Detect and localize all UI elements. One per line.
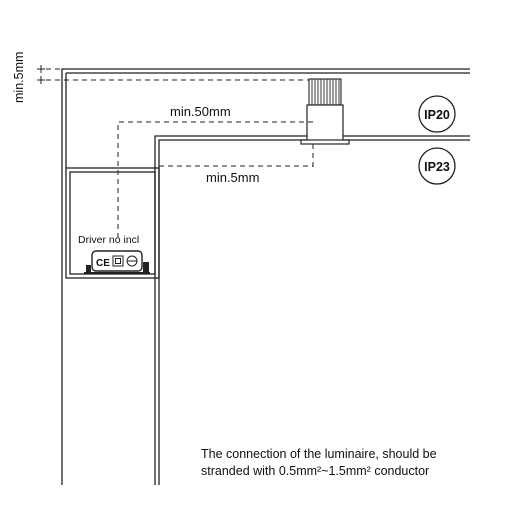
false-ceiling-inner xyxy=(158,139,470,485)
ip23-label: IP23 xyxy=(424,160,450,174)
driver-tab-left xyxy=(86,265,91,273)
luminaire-trim xyxy=(300,139,350,145)
driver-unit: CE xyxy=(84,250,150,274)
thermal-protection-icon xyxy=(126,255,138,267)
top-gap-markers xyxy=(37,65,45,84)
clearance-label: min.50mm xyxy=(170,104,231,119)
ip20-label: IP20 xyxy=(424,108,450,122)
ceiling-structure xyxy=(61,68,470,485)
driver-label: Driver no incl xyxy=(78,234,139,246)
driver-body xyxy=(91,250,143,272)
top-gap-label: min.5mm xyxy=(12,52,26,103)
ce-mark-icon: CE xyxy=(96,258,110,269)
outer-slab-line xyxy=(61,68,470,485)
luminaire-body xyxy=(306,104,344,143)
dimension-lines xyxy=(46,68,314,240)
connection-note: The connection of the luminaire, should … xyxy=(201,446,501,480)
connection-note-line-2: stranded with 0.5mm²~1.5mm² conductor xyxy=(201,464,430,478)
driver-tab-right xyxy=(143,262,149,273)
side-gap-label: min.5mm xyxy=(206,170,259,185)
luminaire xyxy=(300,78,350,145)
ip-rating-upper: IP20 xyxy=(418,95,456,133)
ip-rating-lower: IP23 xyxy=(418,147,456,185)
double-insulation-icon xyxy=(112,255,124,267)
heatsink-fins xyxy=(311,79,340,105)
false-ceiling-line xyxy=(154,135,470,485)
clearance-dim-line xyxy=(117,121,313,240)
connection-note-line-1: The connection of the luminaire, should … xyxy=(201,447,437,461)
